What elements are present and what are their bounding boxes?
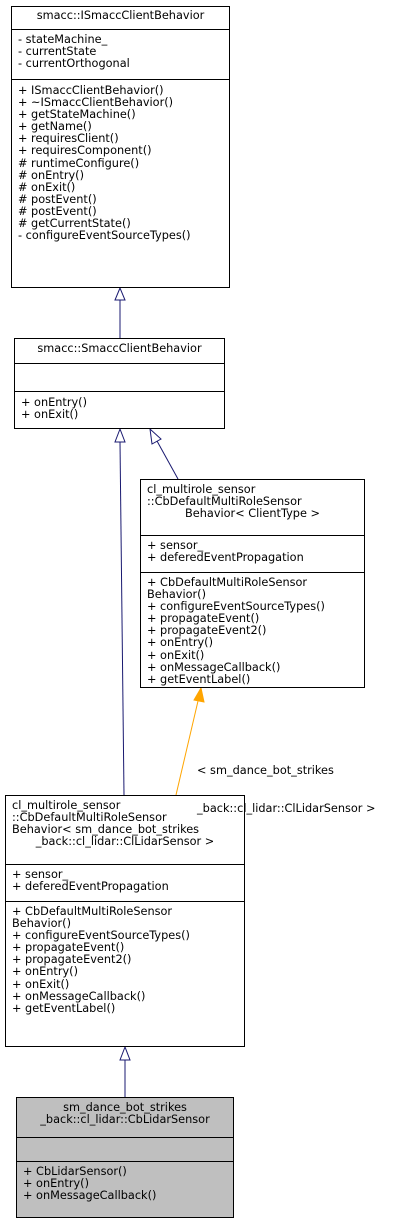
- template-arguments-label: < sm_dance_bot_strikes _back::cl_lidar::…: [197, 740, 376, 828]
- tmpl-attribute: + sensor_: [147, 539, 204, 552]
- isma-method: + requiresComponent(): [18, 144, 152, 158]
- isma-method: + ~ISmaccClientBehavior(): [18, 96, 174, 110]
- cb-methods-section: + CbLidarSensor()+ onEntry()+ onMessageC…: [17, 1161, 233, 1202]
- isma-method: # getCurrentState(): [18, 217, 131, 231]
- isma-method: # onEntry(): [18, 168, 84, 182]
- class-tmpl: cl_multirole_sensor::CbDefaultMultiRoleS…: [140, 479, 365, 688]
- edge-inst-to-tmpl: [175, 700, 199, 796]
- isma-method: + requiresClient(): [18, 132, 119, 146]
- isma-attribute: - currentState: [18, 45, 97, 59]
- class-cb: sm_dance_bot_strikes_back::cl_lidar::CbL…: [16, 1097, 234, 1218]
- smacc-method: + onEntry(): [21, 396, 87, 409]
- isma-method: # postEvent(): [18, 204, 97, 218]
- inst-method: + onExit(): [12, 977, 70, 991]
- tmpl-attributes-section: + sensor_+ deferedEventPropagation: [141, 535, 364, 572]
- inst-method: + CbDefaultMultiRoleSensor: [12, 905, 173, 918]
- isma-method: # onExit(): [18, 180, 76, 194]
- isma-method: + getName(): [18, 120, 92, 134]
- inst-method: + onMessageCallback(): [12, 989, 146, 1003]
- isma-method: + ISmaccClientBehavior(): [18, 84, 164, 97]
- inst-method: + configureEventSourceTypes(): [12, 929, 190, 943]
- tmpl-method: Behavior(): [147, 588, 206, 602]
- template-label-line-1: < sm_dance_bot_strikes: [197, 764, 334, 778]
- cb-attributes-section: [17, 1137, 233, 1161]
- cb-title-line: _back::cl_lidar::CbLidarSensor: [40, 1113, 210, 1127]
- smacc-attributes-section: [15, 363, 224, 391]
- tmpl-method: + CbDefaultMultiRoleSensor: [147, 576, 308, 589]
- smacc-title-section: smacc::SmaccClientBehavior: [15, 339, 224, 363]
- isma-attributes-section: - stateMachine_- currentState- currentOr…: [12, 29, 229, 79]
- isma-attribute: - stateMachine_: [18, 33, 108, 46]
- isma-title-section: smacc::ISmaccClientBehavior: [12, 7, 229, 29]
- cb-method: + CbLidarSensor(): [23, 1165, 127, 1178]
- isma-method: # runtimeConfigure(): [18, 156, 140, 170]
- inst-attribute: + deferedEventPropagation: [12, 880, 169, 894]
- tmpl-method: + onExit(): [147, 648, 205, 662]
- edge-inst-to-smacc: [119, 441, 125, 796]
- smacc-method: + onExit(): [21, 408, 79, 422]
- inst-method: + propagateEvent2(): [12, 953, 132, 967]
- cb-method: + onEntry(): [23, 1177, 89, 1191]
- edge-cb-to-inst-arrowhead: [119, 1045, 131, 1061]
- cb-method: + onMessageCallback(): [23, 1189, 157, 1203]
- tmpl-method: + onEntry(): [147, 636, 213, 650]
- inst-title-section: cl_multirole_sensor::CbDefaultMultiRoleS…: [6, 796, 244, 864]
- isma-method: - configureEventSourceTypes(): [18, 229, 191, 243]
- inst-method: Behavior(): [12, 917, 71, 931]
- isma-attribute: - currentOrthogonal: [18, 57, 130, 71]
- edge-smacc-to-isma-arrowhead: [114, 286, 126, 301]
- isma-method: + getStateMachine(): [18, 108, 136, 122]
- isma-title-line: smacc::ISmaccClientBehavior: [36, 9, 205, 22]
- inst-attribute: + sensor_: [12, 868, 69, 881]
- tmpl-attribute: + deferedEventPropagation: [147, 551, 304, 565]
- tmpl-method: + onMessageCallback(): [147, 660, 281, 674]
- tmpl-method: + configureEventSourceTypes(): [147, 600, 325, 614]
- template-label-line-2: _back::cl_lidar::ClLidarSensor >: [197, 801, 376, 815]
- inst-title-line: _back::cl_lidar::ClLidarSensor >: [35, 835, 215, 849]
- inst-title-line: ::CbDefaultMultiRoleSensor: [12, 811, 167, 825]
- cb-title-line: sm_dance_bot_strikes: [63, 1101, 187, 1114]
- edge-inst-to-smacc-arrowhead: [114, 427, 126, 443]
- edge-tmpl-to-smacc-arrowhead: [149, 427, 162, 445]
- tmpl-title-section: cl_multirole_sensor::CbDefaultMultiRoleS…: [141, 480, 364, 535]
- tmpl-title-line: ::CbDefaultMultiRoleSensor: [147, 495, 302, 509]
- cb-title-section: sm_dance_bot_strikes_back::cl_lidar::CbL…: [17, 1098, 233, 1137]
- class-isma: smacc::ISmaccClientBehavior- stateMachin…: [11, 6, 230, 288]
- isma-method: # postEvent(): [18, 192, 97, 206]
- inst-method: + propagateEvent(): [12, 941, 125, 955]
- edge-inst-to-tmpl-arrowhead: [193, 686, 205, 703]
- inst-title-line: cl_multirole_sensor: [12, 799, 121, 812]
- smacc-title-line: smacc::SmaccClientBehavior: [37, 342, 202, 355]
- tmpl-method: + propagateEvent2(): [147, 624, 267, 638]
- edge-tmpl-to-smacc: [156, 440, 179, 480]
- tmpl-method: + propagateEvent(): [147, 612, 260, 626]
- tmpl-title-line: cl_multirole_sensor: [147, 483, 256, 496]
- class-smacc: smacc::SmaccClientBehavior+ onEntry()+ o…: [14, 338, 225, 429]
- inst-attributes-section: + sensor_+ deferedEventPropagation: [6, 864, 244, 901]
- class-inst: cl_multirole_sensor::CbDefaultMultiRoleS…: [5, 795, 245, 1047]
- inst-method: + onEntry(): [12, 965, 78, 979]
- isma-methods-section: + ISmaccClientBehavior()+ ~ISmaccClientB…: [12, 79, 229, 242]
- inst-method: + getEventLabel(): [12, 1001, 116, 1015]
- smacc-methods-section: + onEntry()+ onExit(): [15, 391, 224, 421]
- tmpl-title-line: Behavior< ClientType >: [185, 507, 320, 521]
- inst-title-line: Behavior< sm_dance_bot_strikes: [12, 823, 200, 837]
- tmpl-method: + getEventLabel(): [147, 672, 251, 686]
